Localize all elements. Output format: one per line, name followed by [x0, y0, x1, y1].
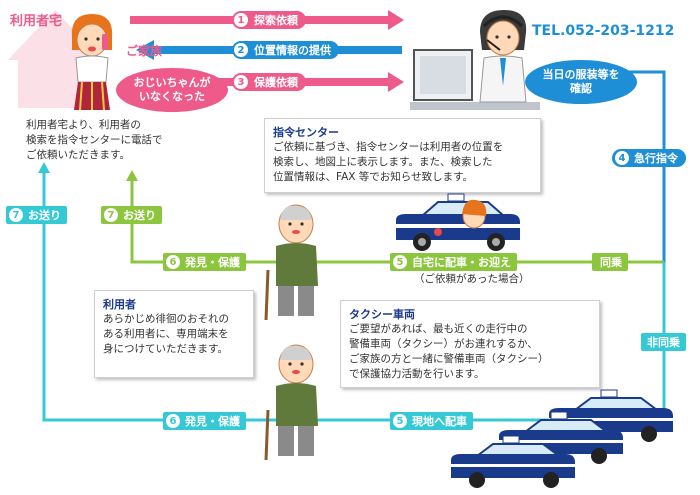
- user-box-line-1: あらかじめ徘徊のおそれの: [103, 313, 229, 325]
- ride-label: 同乗: [592, 253, 628, 271]
- speech-line-1: おじいちゃんが: [133, 76, 211, 89]
- speech-line-2: いなくなった: [139, 90, 205, 103]
- step-5-home-text: 自宅に配車・お迎え: [412, 256, 511, 269]
- command-center-line-3: 位置情報は、FAX 等でお知らせ致します。: [273, 171, 474, 183]
- speech-bubble: おじいちゃんが いなくなった: [116, 68, 228, 112]
- taxi-home-illustration: [396, 193, 520, 251]
- step-7-noride-text: お送り: [28, 209, 61, 222]
- arrow-1-label: 1 探索依頼: [232, 11, 306, 29]
- step-5-home-label: 5 自宅に配車・お迎え: [390, 253, 517, 271]
- user-call-text: 利用者宅より、利用者の 検索を指令センターに電話で ご依頼いただきます。: [26, 118, 163, 163]
- arrow-2-label: 2 位置情報の提供: [232, 41, 339, 59]
- operator-illustration: [410, 10, 540, 110]
- step-6-ride-label: 6 発見・保護: [163, 253, 246, 271]
- tel-number: TEL.052-203-1212: [532, 23, 675, 39]
- user-box-line-2: ある利用者に、専用端末を: [103, 328, 229, 340]
- family-label: ご家族: [126, 44, 163, 58]
- step-number: 6: [166, 414, 180, 428]
- step-7-ride-label: 7 お送り: [101, 206, 162, 224]
- noride-label: 非同乗: [641, 333, 686, 351]
- user-box-line-3: 身につけていただきます。: [103, 343, 228, 355]
- step-5-site-text: 現地へ配車: [412, 415, 467, 428]
- taxi-box-line-1: ご要望があれば、最も近くの走行中の: [349, 323, 528, 335]
- ride-arrowhead: [126, 170, 138, 181]
- step-7-noride-label: 7 お送り: [6, 206, 67, 224]
- operator-bubble-line-1: 当日の服装等を: [542, 68, 620, 81]
- taxi-box: タクシー車両 ご要望があれば、最も近くの走行中の 警備車両（タクシー）がお連れす…: [340, 300, 600, 388]
- step-number: 6: [166, 255, 180, 269]
- user-call-line-1: 利用者宅より、利用者の: [26, 119, 141, 131]
- step-number: 5: [393, 255, 407, 269]
- noride-arrowhead: [38, 162, 50, 173]
- arrow-3-label: 3 保護依頼: [232, 73, 306, 91]
- command-center-line-1: ご依頼に基づき、指令センターは利用者の位置を: [273, 141, 504, 153]
- home-label: 利用者宅: [10, 14, 63, 29]
- step-number: 1: [234, 13, 248, 27]
- step-5-home-note: （ご依頼があった場合）: [414, 273, 530, 285]
- operator-bubble: 当日の服装等を 確認: [525, 60, 637, 104]
- command-center-title: 指令センター: [273, 126, 339, 139]
- step-number: 7: [9, 208, 23, 222]
- step-number: 7: [104, 208, 118, 222]
- step-4-label: 4 急行指令: [612, 149, 686, 167]
- step-6-ride-text: 発見・保護: [185, 256, 240, 269]
- arrow-2-text: 位置情報の提供: [254, 44, 331, 57]
- taxi-box-line-4: で保護協力活動を行います。: [349, 368, 485, 380]
- step-6-noride-label: 6 発見・保護: [163, 412, 246, 430]
- step-4-text: 急行指令: [634, 152, 678, 165]
- taxi-box-line-2: 警備車両（タクシー）がお連れするか、: [349, 338, 538, 350]
- command-center-line-2: 検索し、地図上に表示します。また、検索した: [273, 156, 493, 168]
- step-7-ride-text: お送り: [123, 209, 156, 222]
- step-6-noride-text: 発見・保護: [185, 415, 240, 428]
- step-number: 3: [234, 75, 248, 89]
- user-box: 利用者 あらかじめ徘徊のおそれの ある利用者に、専用端末を 身につけていただきま…: [94, 290, 254, 378]
- operator-bubble-line-2: 確認: [570, 82, 592, 95]
- user-call-line-2: 検索を指令センターに電話で: [26, 134, 163, 146]
- step-number: 2: [234, 43, 248, 57]
- elderly-man-upper-illustration: [264, 204, 318, 321]
- taxi-fleet-illustration: [451, 389, 673, 488]
- arrow-3-text: 保護依頼: [254, 76, 298, 89]
- user-box-title: 利用者: [103, 298, 136, 311]
- step-5-site-label: 5 現地へ配車: [390, 412, 473, 430]
- taxi-box-line-3: ご家族の方と一緒に警備車両（タクシー）: [349, 353, 549, 365]
- step-number: 4: [615, 151, 629, 165]
- family-woman-illustration: [71, 14, 113, 111]
- arrow-1-text: 探索依頼: [254, 14, 298, 27]
- elderly-man-lower-illustration: [264, 344, 318, 461]
- user-call-line-3: ご依頼いただきます。: [26, 149, 130, 161]
- command-center-box: 指令センター ご依頼に基づき、指令センターは利用者の位置を 検索し、地図上に表示…: [264, 118, 541, 193]
- step-number: 5: [393, 414, 407, 428]
- taxi-box-title: タクシー車両: [349, 308, 415, 321]
